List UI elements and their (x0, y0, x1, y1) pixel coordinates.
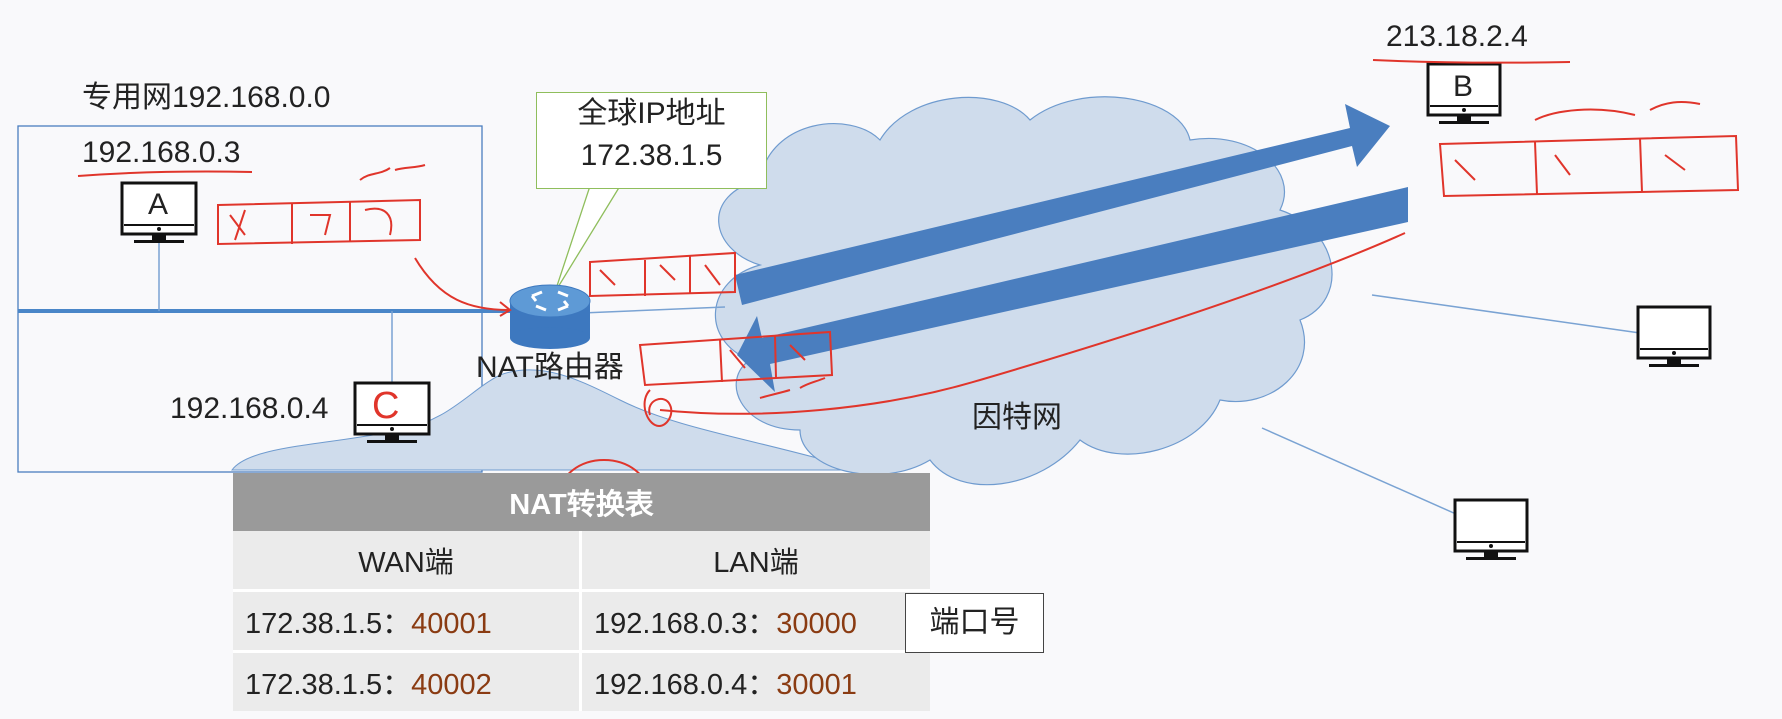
host-b-ip: 213.18.2.4 (1386, 20, 1528, 54)
link-pc-right (1372, 295, 1640, 333)
host-b-label: B (1453, 70, 1473, 104)
wan-ip: 172.38.1.5： (245, 608, 411, 640)
lan-port: 30000 (776, 608, 857, 640)
computer-right-icon (1638, 307, 1710, 367)
wan-port: 40001 (411, 608, 492, 640)
port-number-label: 端口号 (905, 593, 1044, 653)
wan-port: 40002 (411, 669, 492, 701)
lan-cell: 192.168.0.4：30001 (581, 652, 931, 712)
callout-line-1: 全球IP地址 (537, 93, 766, 135)
lan-ip: 192.168.0.3： (594, 608, 776, 640)
table-row: 172.38.1.5：40001 192.168.0.3：30000 (233, 591, 930, 652)
global-ip-callout: 全球IP地址 172.38.1.5 (536, 92, 767, 189)
wan-ip: 172.38.1.5： (245, 669, 411, 701)
computer-bottom-icon (1455, 500, 1527, 560)
link-pc-bottom (1262, 428, 1465, 518)
nat-table: NAT转换表 WAN端 LAN端 172.38.1.5：40001 192.16… (233, 473, 930, 711)
wan-cell: 172.38.1.5：40002 (233, 652, 581, 712)
wan-cell: 172.38.1.5：40001 (233, 591, 581, 652)
nat-table-title: NAT转换表 (233, 473, 930, 531)
nat-table-header-lan: LAN端 (581, 531, 931, 591)
lan-ip: 192.168.0.4： (594, 669, 776, 701)
private-network-label: 专用网192.168.0.0 (82, 72, 330, 116)
lan-port: 30001 (776, 669, 857, 701)
link-router-cloud (582, 307, 725, 313)
host-c-label: C (372, 385, 399, 428)
lan-cell: 192.168.0.3：30000 (581, 591, 931, 652)
internet-label: 因特网 (972, 392, 1062, 436)
nat-router (510, 285, 590, 349)
callout-pointer (555, 186, 620, 292)
host-a-ip: 192.168.0.3 (82, 136, 240, 170)
router-label: NAT路由器 (476, 342, 624, 386)
table-row: 172.38.1.5：40002 192.168.0.4：30001 (233, 652, 930, 712)
host-c-ip: 192.168.0.4 (170, 392, 328, 426)
callout-line-2: 172.38.1.5 (537, 135, 766, 177)
nat-table-header-wan: WAN端 (233, 531, 581, 591)
host-a-label: A (148, 188, 168, 222)
